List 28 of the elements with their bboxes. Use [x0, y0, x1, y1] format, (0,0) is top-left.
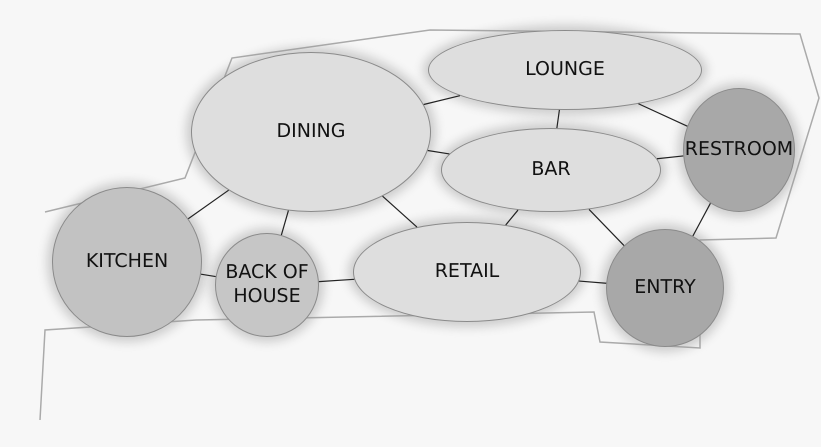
space-label: ENTRY — [634, 276, 696, 300]
space-bubble — [52, 187, 202, 337]
space-label: LOUNGE — [525, 58, 605, 82]
space-bubble — [606, 229, 724, 347]
connector-line — [638, 103, 688, 127]
space-label: BACK OF HOUSE — [224, 261, 310, 309]
connector-line — [505, 210, 518, 226]
space-label: DINING — [276, 120, 346, 144]
space-bubble — [683, 88, 795, 212]
connector-line — [280, 210, 289, 236]
connector-line — [200, 274, 216, 278]
connector-line — [656, 155, 684, 160]
connector-line — [188, 190, 229, 220]
space-bubble — [191, 52, 431, 212]
space-bubble — [215, 233, 319, 337]
space-label: RETAIL — [434, 260, 500, 284]
connector-line — [692, 203, 711, 236]
connector-line — [428, 150, 450, 154]
connector-line — [556, 110, 560, 128]
space-label: KITCHEN — [86, 250, 168, 274]
connector-line — [318, 278, 354, 282]
connector-line — [588, 208, 624, 246]
connector-line — [424, 95, 460, 106]
connector-line — [382, 196, 418, 228]
connector-line — [579, 280, 606, 284]
space-bubble — [428, 30, 702, 110]
space-label: BAR — [531, 158, 571, 182]
space-label: RESTROOM — [684, 138, 794, 162]
